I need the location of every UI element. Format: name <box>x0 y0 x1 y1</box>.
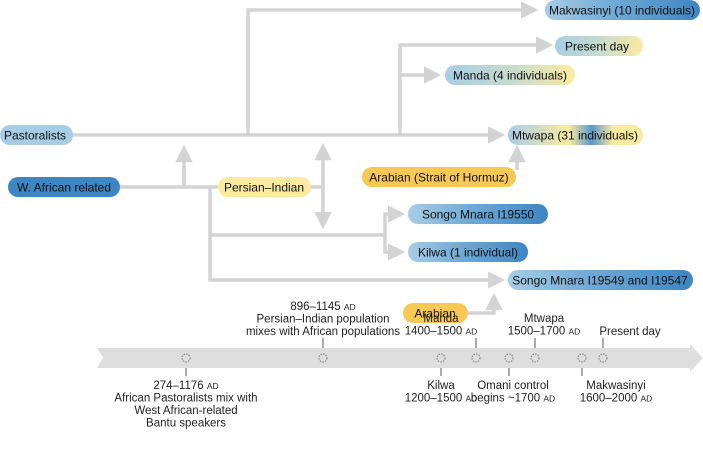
event-line: begins ~1700 AD <box>471 393 555 405</box>
timeline-arrow <box>97 344 703 372</box>
event-line: 1200–1500 AD <box>405 393 478 405</box>
marker-persian <box>318 353 328 363</box>
branch-kilwa <box>383 235 406 261</box>
node-mtwapa: Mtwapa (31 individuals) <box>508 125 643 145</box>
node-songo-19550: Songo Mnara I19550 <box>408 204 548 224</box>
event-line: 1600–2000 AD <box>580 393 653 405</box>
timeline-markers <box>181 353 608 363</box>
marker-omani <box>504 353 514 363</box>
songo-19549-label: Songo Mnara I19549 and I19547 <box>512 274 688 288</box>
event-line: 896–1145 AD <box>290 301 355 313</box>
persian-indian-label: Persian–Indian <box>224 181 304 195</box>
event-line: West African-related <box>134 405 237 417</box>
node-makwasinyi: Makwasinyi (10 individuals) <box>545 0 700 20</box>
event-line: Kilwa <box>427 380 455 392</box>
event-line: Persian–Indian population <box>257 314 390 326</box>
event-line: Bantu speakers <box>146 418 226 430</box>
event-line: Manda <box>423 313 459 325</box>
marker-makwasinyi <box>577 353 587 363</box>
ad-suffix: AD <box>465 394 477 404</box>
event-line: Mtwapa <box>524 313 565 325</box>
arabian-hormuz-label: Arabian (Strait of Hormuz) <box>369 171 508 185</box>
arabian-link <box>467 292 503 315</box>
ad-suffix: AD <box>465 327 477 337</box>
marker-mtwapa <box>530 353 540 363</box>
branch-songo-19550 <box>383 205 406 235</box>
marker-manda <box>471 353 481 363</box>
ad-suffix: AD <box>640 394 652 404</box>
event-line: Makwasinyi <box>586 380 645 392</box>
event-line: 1500–1700 AD <box>508 326 581 338</box>
node-present-day: Present day <box>555 36 643 56</box>
node-songo-19549: Songo Mnara I19549 and I19547 <box>508 270 693 290</box>
timeline-ticks <box>185 338 604 376</box>
marker-present <box>598 353 608 363</box>
branch-present-manda <box>398 36 554 135</box>
kilwa-label: Kilwa (1 individual) <box>418 246 518 260</box>
marker-kilwa <box>436 353 446 363</box>
ad-suffix: AD <box>344 302 356 312</box>
event-line: 274–1176 AD <box>153 380 218 392</box>
marker-bantu <box>181 353 191 363</box>
node-manda: Manda (4 individuals) <box>445 65 575 85</box>
node-pastoralists: Pastoralists <box>0 125 73 145</box>
event-line: African Pastoralists mix with <box>114 393 257 405</box>
manda-label: Manda (4 individuals) <box>453 69 567 83</box>
node-persian-indian: Persian–Indian <box>218 177 311 197</box>
ad-suffix: AD <box>543 394 555 404</box>
event-line: Present day <box>599 326 661 338</box>
makwasinyi-label: Makwasinyi (10 individuals) <box>549 4 695 18</box>
w-african-label: W. African related <box>17 181 111 195</box>
node-w-african: W. African related <box>8 177 120 197</box>
event-line: Omani control <box>477 380 549 392</box>
branch-makwasinyi <box>246 1 539 135</box>
connector-lines <box>72 1 554 315</box>
node-arabian: Arabian <box>403 303 468 323</box>
present-day-label: Present day <box>565 40 629 54</box>
arabian-label: Arabian <box>414 307 455 321</box>
w-african-down <box>208 187 506 289</box>
node-arabian-hormuz: Arabian (Strait of Hormuz) <box>362 167 516 187</box>
node-kilwa: Kilwa (1 individual) <box>408 242 528 262</box>
songo-19550-label: Songo Mnara I19550 <box>422 208 534 222</box>
mtwapa-label: Mtwapa (31 individuals) <box>512 129 638 143</box>
ad-suffix: AD <box>568 327 580 337</box>
event-line: mixes with African populations <box>246 326 400 338</box>
ad-suffix: AD <box>207 381 219 391</box>
event-line: 1400–1500 AD <box>405 326 478 338</box>
event-present: Present day <box>599 326 661 338</box>
pastoralists-label: Pastoralists <box>4 129 66 143</box>
